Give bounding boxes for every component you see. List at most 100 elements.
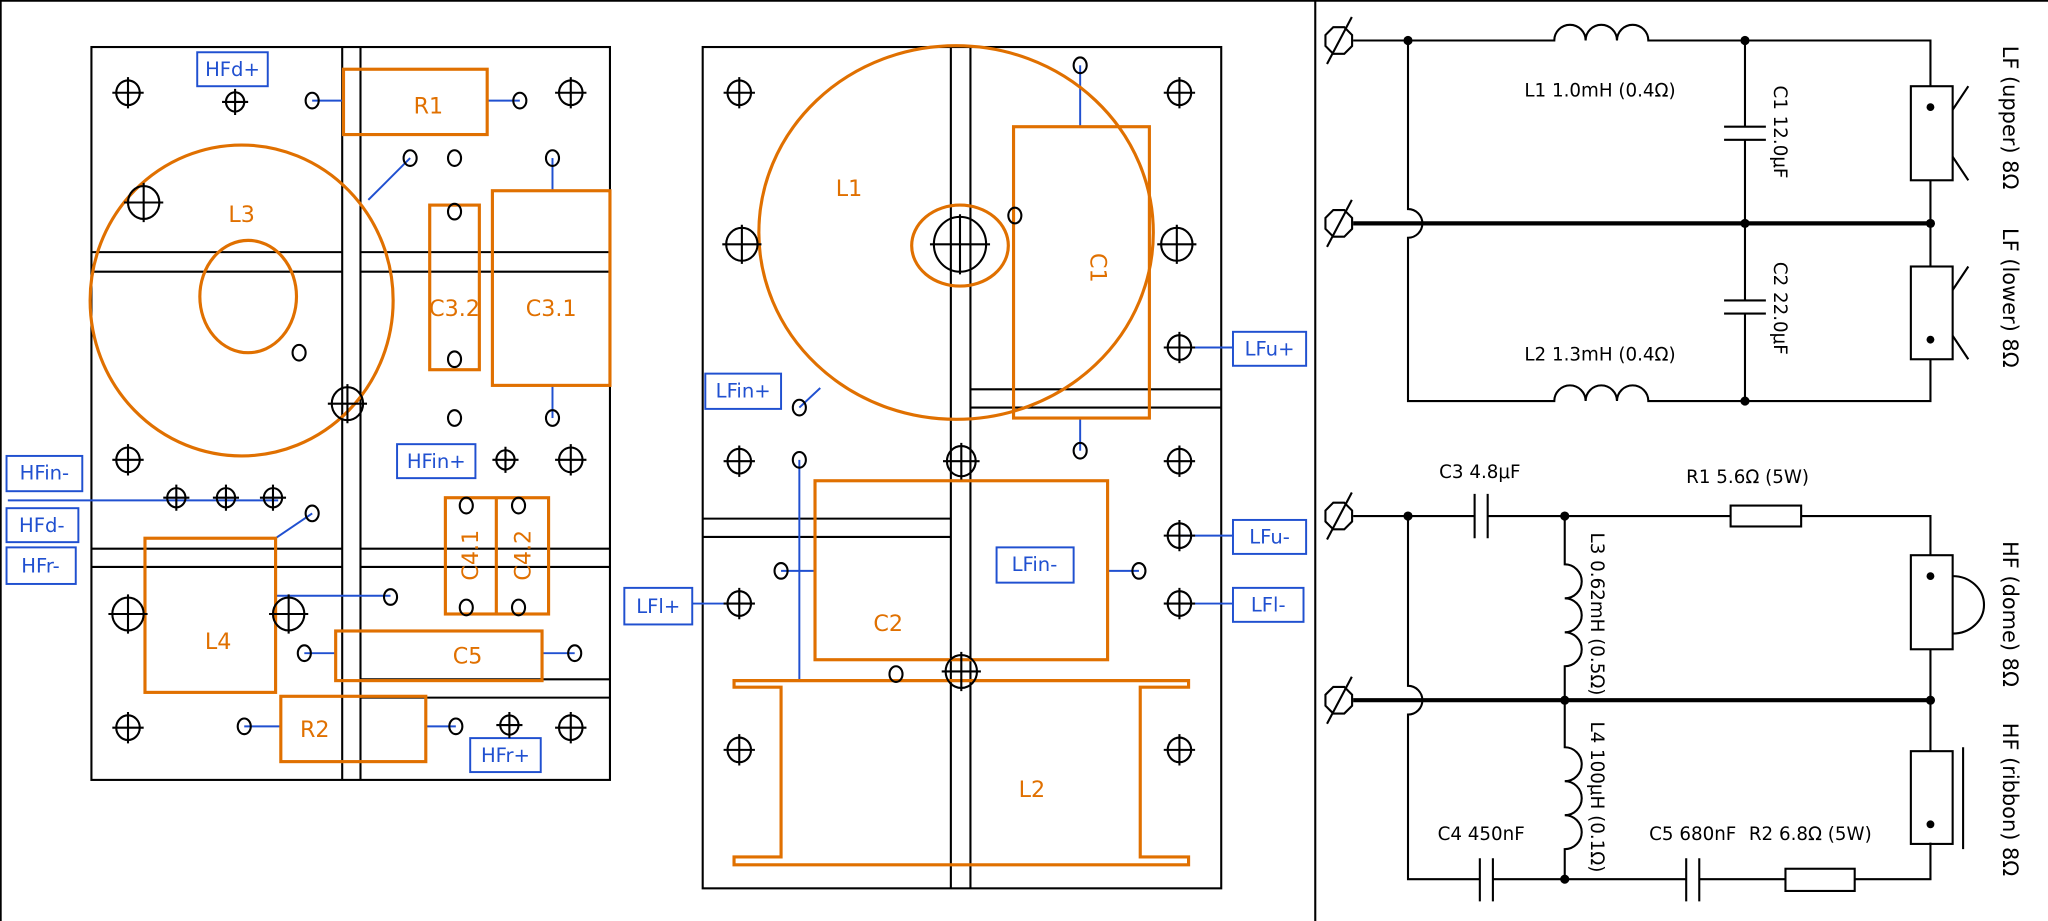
mounting-hole-icon [555, 444, 587, 476]
resistor-icon [1784, 867, 1856, 892]
junction-dot [1403, 35, 1413, 46]
junction-dot [1403, 511, 1413, 521]
terminal-label: LFu+ [1245, 338, 1295, 361]
input-terminal-icon [1324, 492, 1354, 541]
terminal-box [396, 443, 477, 480]
schematic-label-c3: C3 4.8μF [1439, 462, 1520, 483]
component-label: C5 [453, 644, 483, 670]
solder-pad [448, 717, 464, 736]
component-label: C3.2 [429, 296, 480, 322]
mounting-hole-icon [212, 484, 240, 511]
hf-board-outline [90, 45, 612, 781]
solder-pad [304, 504, 320, 523]
terminal-hfd-minus[interactable]: HFd- [5, 507, 80, 544]
junction-dot [1740, 396, 1750, 406]
schematic-label-l4: L4 100μH (0.1Ω) [1586, 721, 1607, 872]
resistor-r1[interactable] [341, 67, 489, 137]
terminal-label: LFl+ [636, 595, 680, 618]
mounting-hole-icon [259, 484, 287, 511]
terminal-label: HFin- [20, 462, 69, 485]
terminal-box [5, 546, 77, 585]
inductor-l1-core [910, 203, 1010, 288]
solder-pad [544, 409, 561, 427]
input-terminals [1324, 16, 1354, 725]
mounting-hole-icon [269, 594, 309, 634]
terminal-lfin-minus[interactable]: LFin- [995, 546, 1075, 584]
solder-pad [888, 665, 904, 683]
schematic-label-c4: C4 450nF [1438, 824, 1525, 845]
solder-pad [1007, 206, 1023, 225]
terminal-lfin-plus[interactable]: LFin+ [704, 372, 783, 410]
terminal-hfd-plus[interactable]: HFd+ [196, 51, 269, 88]
solder-pad [510, 496, 527, 515]
mounting-hole-icon [723, 734, 755, 766]
mounting-hole-icon [723, 445, 755, 477]
terminal-label: HFin+ [407, 450, 466, 473]
mounting-holes [108, 56, 1197, 766]
terminal-lfu-plus[interactable]: LFu+ [1231, 330, 1308, 367]
mounting-hole-icon [163, 484, 190, 511]
solder-pad [296, 644, 312, 663]
mounting-hole-icon [1163, 445, 1196, 477]
mounting-hole-icon [112, 711, 144, 744]
schematic-label-l1: L1 1.0mH (0.4Ω) [1524, 80, 1675, 101]
ribbon-tweeter-icon [1909, 747, 1965, 850]
solder-pad [791, 450, 807, 469]
schematic-label-r1: R1 5.6Ω (5W) [1686, 467, 1809, 488]
component-label: C4.1 [458, 530, 484, 581]
inductor-l2[interactable] [732, 679, 1191, 867]
mounting-hole-icon [1163, 587, 1196, 620]
solder-pad [1131, 562, 1147, 580]
terminal-hfin-minus[interactable]: HFin- [5, 454, 84, 493]
hf-upper-wire [1353, 493, 1932, 556]
terminal-lfl-minus[interactable]: LFl- [1232, 586, 1305, 623]
inductor-l4[interactable] [143, 536, 278, 694]
mounting-hole-icon [496, 711, 523, 739]
capacitor-c5[interactable] [334, 629, 544, 683]
resistor-r2[interactable] [279, 694, 428, 764]
hf-board: R1 L3 C3.2 C3.1 C4.1 C4.2 L4 C5 R2 HFd+ … [5, 45, 612, 781]
mounting-hole-icon [1163, 331, 1196, 364]
speaker-label: HF (ribbon) 8Ω [1998, 723, 2022, 877]
wire [367, 157, 411, 201]
mounting-hole-icon [1163, 77, 1196, 109]
input-terminal-icon [1324, 199, 1354, 248]
solder-pad [446, 409, 463, 427]
terminal-hfin-plus[interactable]: HFin+ [396, 443, 477, 480]
terminal-hfr-plus[interactable]: HFr+ [469, 737, 542, 774]
lf-upper-wire [1353, 23, 1932, 87]
wire [798, 387, 821, 409]
solder-pad [512, 91, 528, 110]
junction-dot [1560, 695, 1570, 705]
terminal-label: LFl- [1251, 594, 1286, 617]
capacitor-c3-1[interactable] [490, 189, 612, 387]
capacitor-c3-2[interactable] [428, 203, 481, 372]
junction-dot [1740, 35, 1750, 46]
terminal-box [469, 737, 542, 774]
component-label: R2 [300, 717, 330, 743]
terminal-lfl-plus[interactable]: LFl+ [623, 586, 694, 626]
capacitor-c1[interactable] [1011, 125, 1151, 420]
terminal-hfr-minus[interactable]: HFr- [5, 546, 77, 585]
terminal-box [704, 372, 783, 410]
mounting-hole-icon [929, 214, 991, 275]
inductor-l1[interactable] [757, 44, 1155, 421]
terminal-box [1232, 586, 1305, 623]
speaker-label: HF (dome) 8Ω [1998, 541, 2022, 687]
terminal-label: HFr+ [481, 744, 530, 767]
terminal-label: LFu- [1249, 526, 1290, 549]
schematic-label-c5: C5 680nF [1649, 824, 1736, 845]
mounting-hole-icon [108, 594, 148, 634]
lf-schematic: L1 1.0mH (0.4Ω) C1 12.0μF C2 22.0μF L2 1… [1353, 23, 2022, 406]
terminal-lfu-minus[interactable]: LFu- [1231, 518, 1308, 555]
mounting-hole-icon [722, 224, 762, 264]
terminal-box [5, 454, 84, 493]
solder-pad [458, 598, 474, 617]
lf-board: L1 C1 C2 L2 LFu+ LFin+ LFin- LFu- LFl- L… [623, 44, 1308, 890]
mounting-hole-icon [124, 182, 164, 223]
hf-schematic: C3 4.8μF R1 5.6Ω (5W) L3 0.62mH (0.5Ω) L… [1353, 462, 2022, 902]
solder-pad [446, 202, 463, 221]
component-label: C3.1 [526, 296, 577, 322]
inductor-l3[interactable] [88, 143, 395, 458]
speaker-label: LF (lower) 8Ω [1998, 228, 2022, 368]
